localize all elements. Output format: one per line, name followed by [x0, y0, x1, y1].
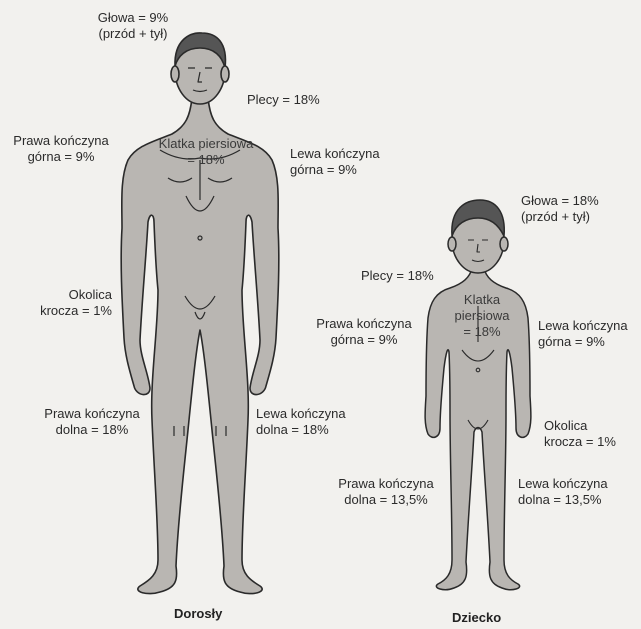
adult-back-label: Plecy = 18%	[247, 92, 320, 108]
child-right-leg-label: Prawa kończyna dolna = 13,5%	[330, 476, 442, 508]
child-head-label: Głowa = 18% (przód + tył)	[521, 193, 599, 225]
child-caption: Dziecko	[452, 610, 501, 625]
adult-caption: Dorosły	[174, 606, 222, 621]
child-back-label: Plecy = 18%	[361, 268, 434, 284]
child-chest-label: Klatka piersiowa = 18%	[452, 292, 512, 340]
adult-figure	[121, 33, 279, 594]
adult-right-leg-label: Prawa kończyna dolna = 18%	[36, 406, 148, 438]
adult-left-arm-label: Lewa kończyna górna = 9%	[290, 146, 380, 178]
adult-head-label: Głowa = 9% (przód + tył)	[87, 10, 179, 42]
adult-groin-label: Okolica krocza = 1%	[28, 287, 112, 319]
child-figure	[425, 200, 531, 590]
adult-right-arm-label: Prawa kończyna górna = 9%	[6, 133, 116, 165]
adult-chest-label: Klatka piersiowa = 18%	[150, 136, 262, 168]
child-left-arm-label: Lewa kończyna górna = 9%	[538, 318, 628, 350]
child-left-leg-label: Lewa kończyna dolna = 13,5%	[518, 476, 608, 508]
child-right-arm-label: Prawa kończyna górna = 9%	[308, 316, 420, 348]
adult-left-leg-label: Lewa kończyna dolna = 18%	[256, 406, 346, 438]
child-groin-label: Okolica krocza = 1%	[544, 418, 616, 450]
